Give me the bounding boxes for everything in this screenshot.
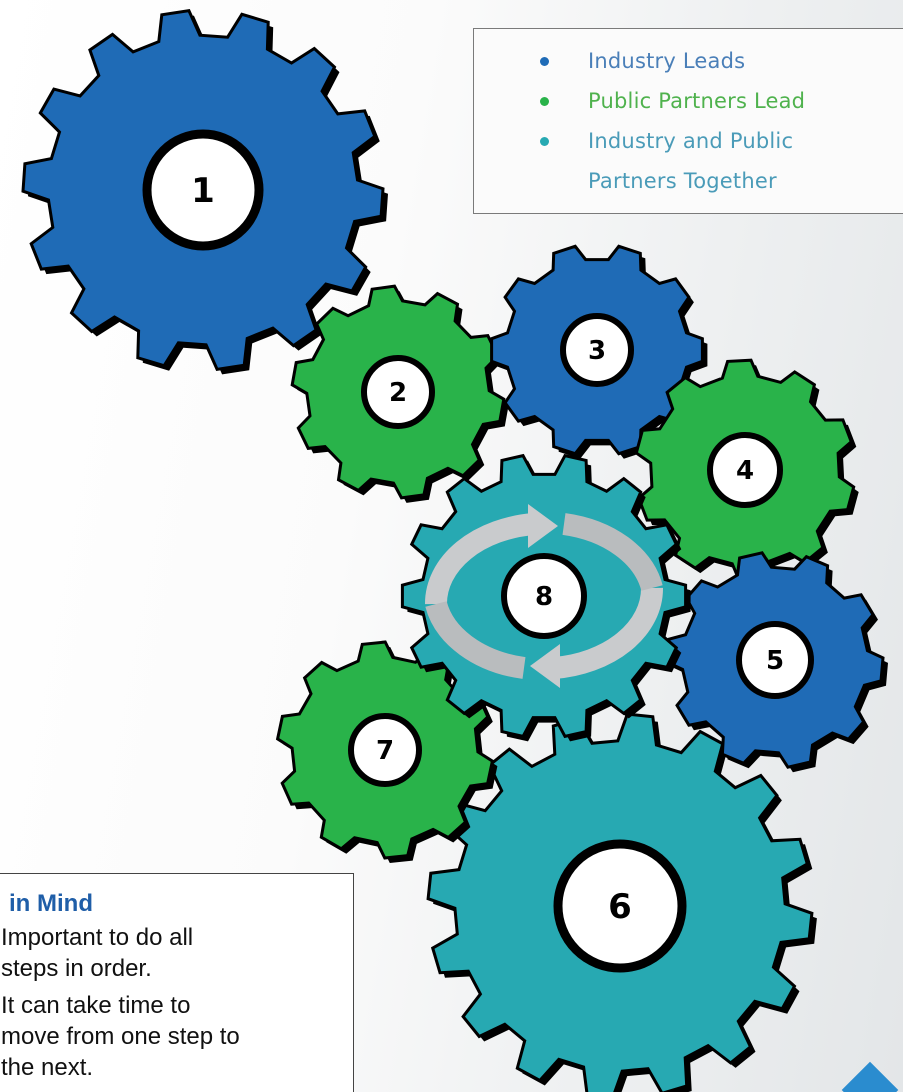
legend-dot-public-partners-lead <box>540 97 549 106</box>
cycle-arrow <box>424 513 536 605</box>
gear-number-label: 8 <box>535 582 553 612</box>
cycle-arrow <box>552 587 664 679</box>
note-line: move from one step to <box>1 1023 240 1050</box>
cycle-arrow <box>425 600 526 679</box>
gear-number-label: 7 <box>376 736 394 766</box>
keep-in-mind-box: in Mind Important to do all steps in ord… <box>0 873 354 1092</box>
note-line: the next. <box>1 1054 94 1081</box>
cycle-arrows-icon <box>424 504 664 688</box>
gear-number-label: 5 <box>766 646 784 676</box>
legend-item-label: Public Partners Lead <box>588 89 806 113</box>
gear-hub <box>707 432 783 508</box>
gear-hub <box>501 553 587 639</box>
gear-number-label: 3 <box>588 336 606 366</box>
gear-hub <box>553 839 687 973</box>
legend-item-label: Industry and Public <box>588 129 794 153</box>
gear-hub <box>142 129 264 251</box>
gear-number-label: 6 <box>608 887 632 927</box>
gear-hub <box>560 313 634 387</box>
gear-hub <box>361 355 435 429</box>
gear-number-label: 1 <box>191 171 215 211</box>
note-title: in Mind <box>9 890 93 917</box>
gear-hub <box>736 621 814 699</box>
gear-number-label: 2 <box>389 378 407 408</box>
cycle-arrow-head <box>528 504 558 548</box>
note-line: steps in order. <box>1 955 152 982</box>
legend-item-label: Industry Leads <box>588 49 746 73</box>
legend: Industry Leads Public Partners Lead Indu… <box>473 28 903 214</box>
note-line: Important to do all <box>1 924 194 951</box>
cycle-arrow-head <box>530 644 560 688</box>
legend-dot-industry-and-public <box>540 137 549 146</box>
note-line: It can take time to <box>1 992 191 1019</box>
gear-hub <box>348 713 422 787</box>
cycle-arrow <box>562 513 663 592</box>
gear-number-label: 4 <box>736 456 754 486</box>
legend-dot-industry-leads <box>540 57 549 66</box>
legend-item-label: Partners Together <box>588 169 777 193</box>
